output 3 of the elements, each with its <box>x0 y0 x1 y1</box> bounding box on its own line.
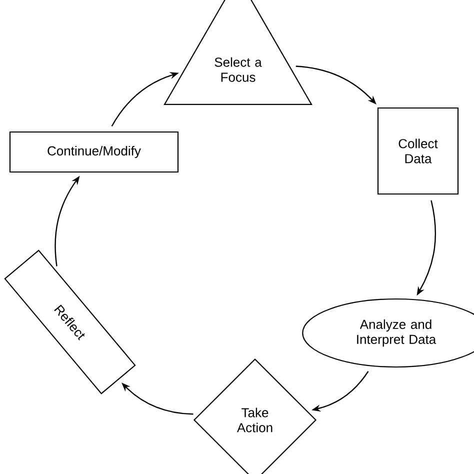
process-box: Collect Data <box>377 107 459 195</box>
triangle-node: Select a Focus <box>164 0 312 105</box>
process-box: Continue/Modify <box>9 131 179 173</box>
